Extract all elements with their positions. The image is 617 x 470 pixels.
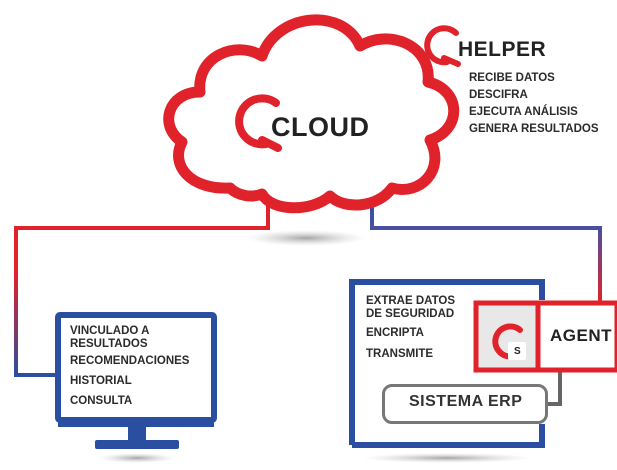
monitor-item: VINCULADO A bbox=[70, 325, 150, 337]
right-connector-line bbox=[370, 190, 602, 300]
helper-step: RECIBE DATOS bbox=[469, 72, 555, 84]
helper-title: HELPER bbox=[458, 38, 547, 61]
erp-label: SISTEMA ERP bbox=[409, 393, 523, 410]
server-items: EXTRAE DATOS DE SEGURIDAD ENCRIPTA TRANS… bbox=[366, 295, 456, 364]
server-box bbox=[349, 279, 545, 448]
monitor-shadow bbox=[99, 453, 175, 463]
erp-box bbox=[382, 384, 548, 424]
agent-q-logo bbox=[492, 323, 526, 360]
cloud-title: CLOUD bbox=[271, 112, 370, 142]
server-item: DE SEGURIDAD bbox=[366, 308, 455, 320]
server-item: TRANSMITE bbox=[366, 348, 434, 360]
helper-q-logo bbox=[424, 25, 461, 67]
agent-to-erp-connector bbox=[548, 368, 562, 406]
monitor-item: RECOMENDACIONES bbox=[70, 355, 190, 367]
monitor-item: CONSULTA bbox=[70, 395, 133, 407]
agent-label: AGENT bbox=[550, 326, 612, 345]
helper-step: EJECUTA ANÁLISIS bbox=[469, 106, 578, 118]
helper-steps: RECIBE DATOS DESCIFRA EJECUTA ANÁLISIS G… bbox=[469, 70, 599, 138]
cloud-shadow bbox=[246, 230, 366, 246]
helper-step: DESCIFRA bbox=[469, 89, 528, 101]
monitor-item: RESULTADOS bbox=[70, 338, 148, 350]
server-item: EXTRAE DATOS bbox=[366, 295, 456, 307]
monitor-icon bbox=[55, 312, 217, 449]
left-connector-line bbox=[14, 194, 270, 377]
cloud-shape bbox=[163, 14, 460, 214]
server-item: ENCRIPTA bbox=[366, 327, 424, 339]
helper-step: GENERA RESULTADOS bbox=[469, 123, 599, 135]
server-shadow bbox=[362, 453, 532, 463]
monitor-item: HISTORIAL bbox=[70, 375, 132, 387]
cloud-q-logo bbox=[235, 94, 282, 152]
monitor-items: VINCULADO A RESULTADOS RECOMENDACIONES H… bbox=[70, 325, 190, 411]
agent-badge-letter: S bbox=[514, 346, 521, 357]
